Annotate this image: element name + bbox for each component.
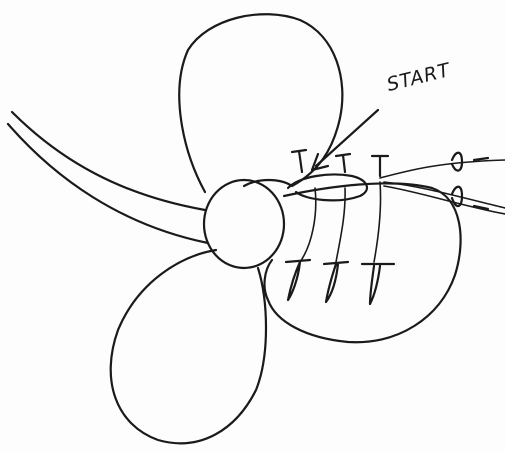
toggle-pin-3: [362, 264, 394, 304]
tie-marker-2: [336, 154, 350, 172]
toggle-pin-2: [324, 262, 348, 302]
shaft-lower-edge: [8, 124, 208, 243]
propeller-hub: [204, 180, 284, 268]
start-arrow-shaft: [316, 110, 378, 166]
right-line-dash-1: [474, 158, 488, 160]
tie-marker-1: [292, 150, 306, 172]
right-blade: [265, 183, 461, 342]
tie-marker-3: [372, 156, 388, 176]
shaft-upper-edge: [12, 112, 205, 210]
toggle-pin-1: [286, 260, 310, 300]
right-line-upper: [380, 160, 505, 178]
lower-blade: [111, 250, 266, 443]
right-toggle-upper: [452, 153, 462, 171]
cord-3: [374, 182, 381, 262]
